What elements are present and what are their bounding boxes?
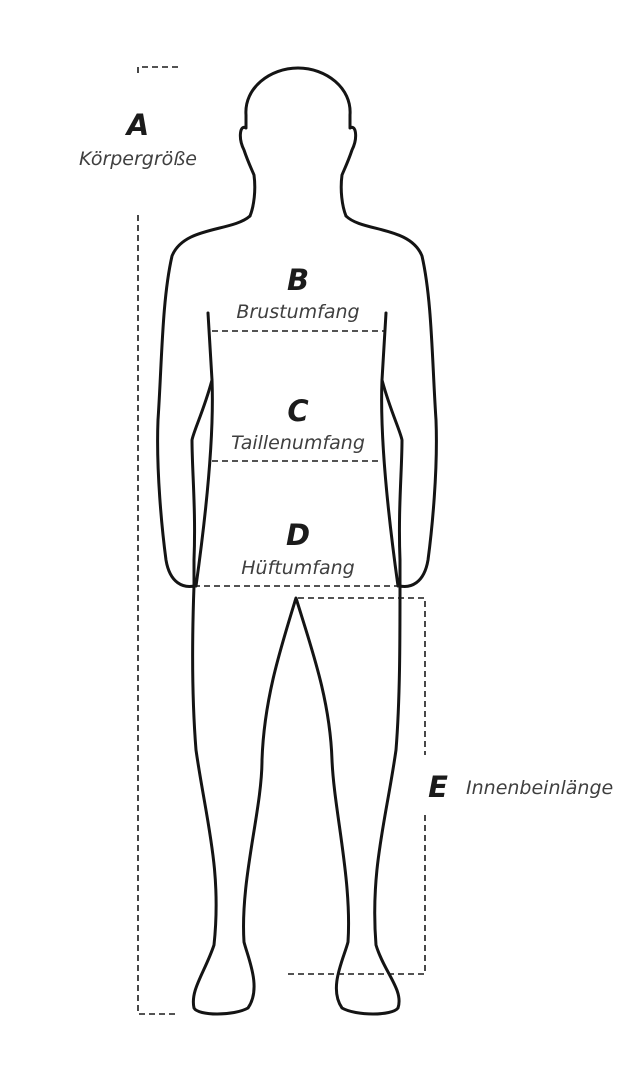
left-inner-arm — [190, 311, 214, 588]
body-silhouette — [156, 66, 438, 1016]
measurement-a: A Körpergröße — [79, 66, 197, 1015]
measurement-c: C Taillenumfang — [212, 394, 382, 462]
head-outline — [238, 66, 358, 218]
waist-letter: C — [287, 394, 308, 428]
height-bracket — [137, 66, 178, 1015]
chest-letter: B — [287, 263, 309, 297]
height-letter: A — [125, 108, 149, 142]
measurement-b: B Brustumfang — [212, 263, 384, 332]
measurement-e: E Innenbeinlänge — [284, 597, 613, 975]
inseam-label: Innenbeinlänge — [466, 777, 613, 799]
chest-label: Brustumfang — [236, 301, 359, 323]
height-label: Körpergröße — [79, 148, 197, 170]
waist-label: Taillenumfang — [231, 432, 365, 454]
hip-letter: D — [286, 518, 310, 552]
inseam-letter: E — [428, 770, 448, 804]
left-torso-side — [194, 378, 214, 588]
right-inner-arm — [380, 311, 404, 588]
hip-label: Hüftumfang — [241, 557, 354, 579]
torso-outline — [156, 214, 438, 1016]
inseam-bracket — [284, 597, 426, 975]
measurement-d: D Hüftumfang — [194, 518, 400, 587]
right-torso-side — [380, 378, 400, 588]
